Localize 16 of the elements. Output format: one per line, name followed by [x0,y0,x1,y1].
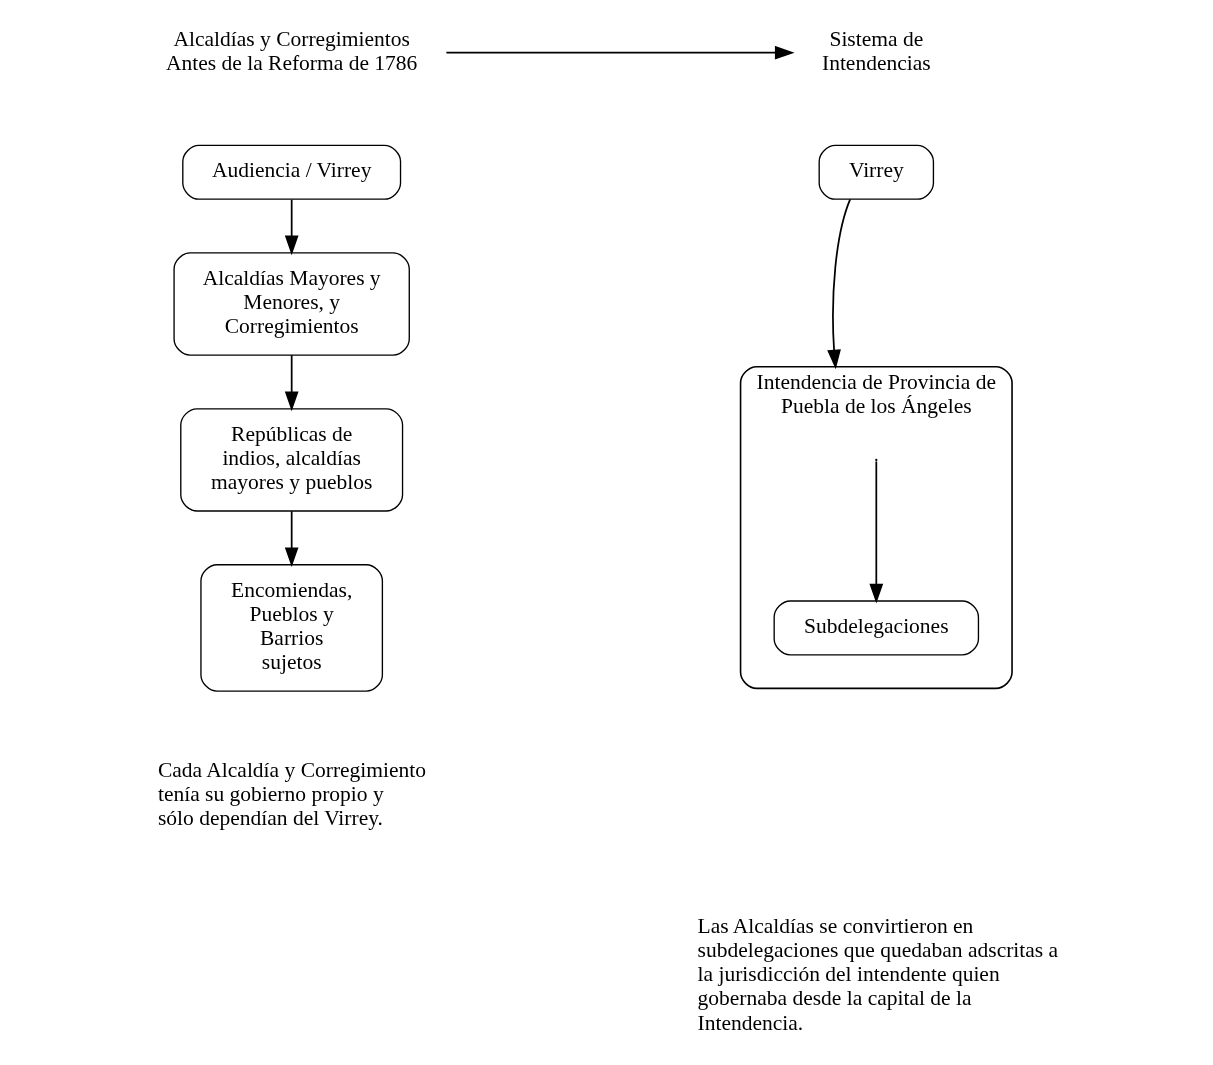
node-box: Audiencia / Virrey [182,144,402,200]
label: Cada Alcaldía y Corregimiento tenía su gobierno propio y sólo dependían del Virrey. [157,757,427,831]
arrow [869,460,884,604]
node-text: Sistema de Intendencias [821,26,931,75]
node-box: Subdelegaciones [773,600,980,656]
node-box: Virrey [818,144,935,200]
node-box: Alcaldías Mayores y Menores, y Corregimientos [173,252,410,356]
label: Las Alcaldías se convirtieron en subdelegaciones que quedaban adscritas a la jurisdicción del intendente quien gobernaba desde la capital de la Intendencia. [697,913,1059,1035]
arrow [284,354,299,412]
node-box: Encomiendas, Pueblos y Barrios sujetos [200,564,384,692]
arrow [827,198,851,370]
node-text: Alcaldías y Corregimientos Antes de la Reforma de 1786 [165,26,418,75]
arrow [445,45,795,60]
arrow [284,198,299,256]
arrow [284,510,299,568]
node-box: Repúblicas de indios, alcaldías mayores y pueblos [180,408,404,512]
